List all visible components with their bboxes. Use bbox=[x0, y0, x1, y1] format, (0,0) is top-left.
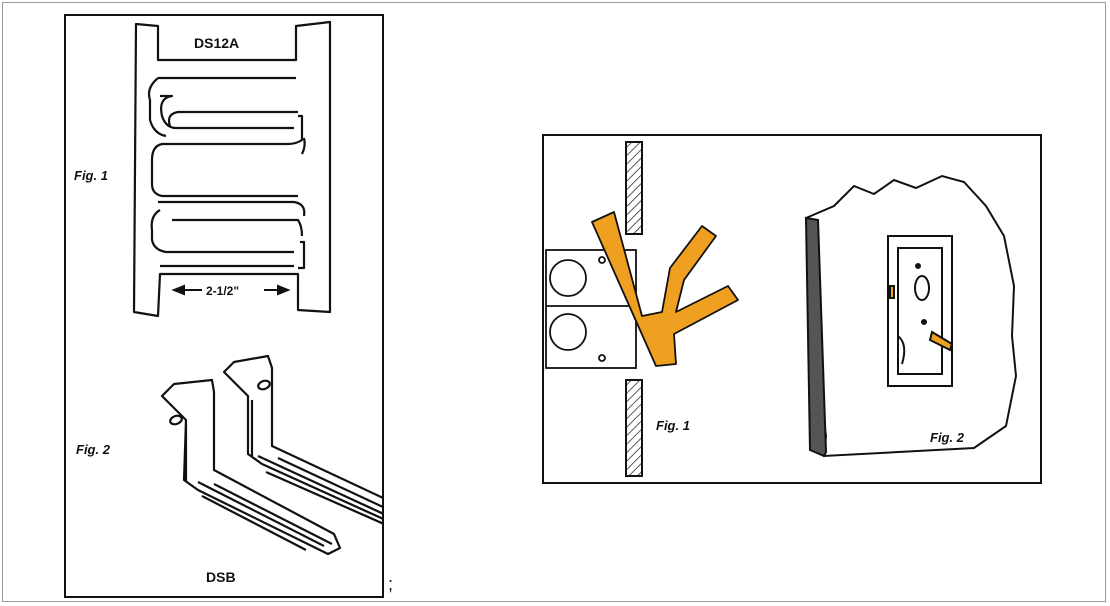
dimension-arrow bbox=[171, 284, 291, 296]
ds12a-label: DS12A bbox=[194, 35, 239, 51]
right-panel-drawing: Fig. 1 Fig. 2 bbox=[545, 141, 1018, 477]
wall-with-box-drawing bbox=[804, 174, 1018, 458]
ds12a-bracket-drawing bbox=[132, 20, 332, 318]
right-illustration-panel: Fig. 1 Fig. 2 bbox=[542, 134, 1042, 484]
left-fig1-label: Fig. 1 bbox=[74, 168, 108, 183]
left-panel-drawing: DS12A Fig. 1 2-1/2" Fig. 2 DSB bbox=[74, 20, 382, 585]
wall-section-drawing bbox=[625, 141, 643, 477]
dimension-label: 2-1/2" bbox=[206, 284, 239, 298]
orange-support-drawing bbox=[591, 211, 739, 367]
dsb-label: DSB bbox=[206, 569, 236, 585]
dsb-bracket-drawing bbox=[160, 354, 382, 556]
right-fig2-label: Fig. 2 bbox=[930, 430, 965, 445]
separator-semicolon: ; bbox=[388, 574, 394, 594]
left-illustration-panel: DS12A Fig. 1 2-1/2" Fig. 2 DSB bbox=[64, 14, 384, 598]
right-fig1-label: Fig. 1 bbox=[656, 418, 690, 433]
electrical-box-drawing bbox=[545, 249, 637, 369]
left-fig2-label: Fig. 2 bbox=[76, 442, 111, 457]
